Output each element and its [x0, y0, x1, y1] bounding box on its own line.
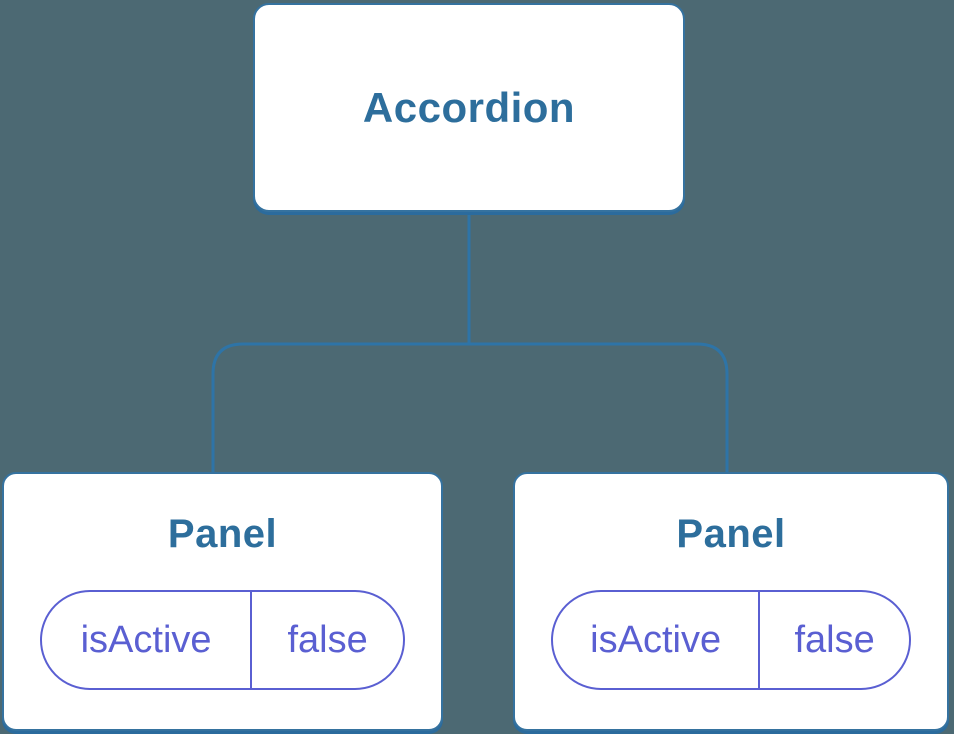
tree-node-panel-1: Panel isActive false [2, 472, 443, 731]
panel-1-state-key: isActive [42, 592, 253, 688]
accordion-node-label: Accordion [362, 83, 576, 131]
panel-2-state-pill: isActive false [551, 590, 911, 690]
panel-2-label: Panel [676, 512, 786, 556]
tree-node-accordion: Accordion [253, 3, 685, 212]
panel-1-label: Panel [167, 512, 278, 556]
panel-2-state-value: false [794, 618, 875, 661]
panel-1-state-value: false [287, 618, 368, 661]
panel-1-state-pill: isActive false [40, 590, 405, 690]
panel-2-state-key: isActive [553, 592, 761, 688]
connector-bracket [211, 342, 729, 473]
tree-node-panel-2: Panel isActive false [513, 472, 949, 731]
